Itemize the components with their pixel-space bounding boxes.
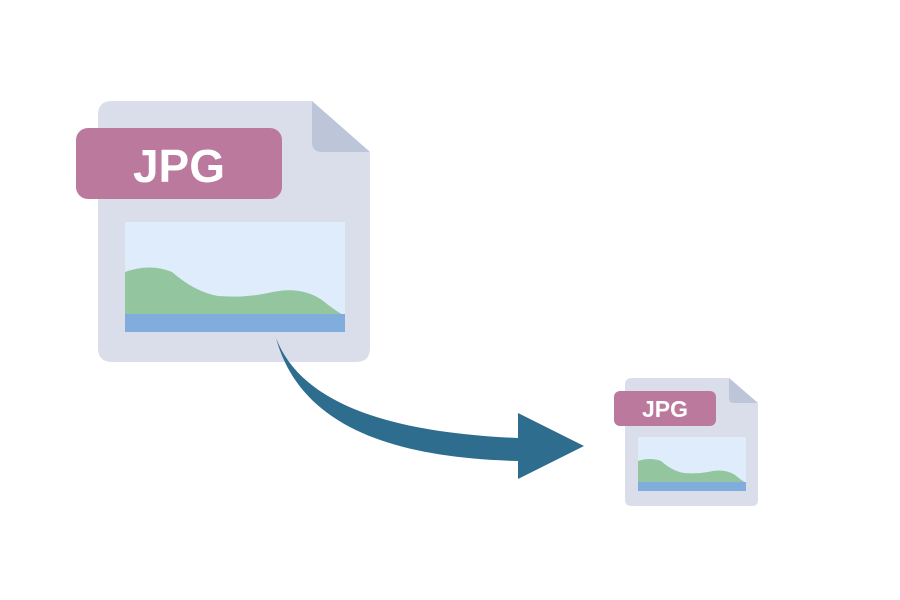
source-thumbnail-water [125, 314, 345, 332]
source-jpg-file-icon: JPG [76, 101, 370, 362]
target-thumbnail-water [638, 482, 746, 491]
source-file-badge-label: JPG [133, 140, 225, 192]
source-image-thumbnail-icon [125, 222, 345, 332]
source-file-badge [76, 128, 282, 199]
target-image-thumbnail-icon [638, 437, 746, 491]
source-file-fold [312, 101, 370, 152]
target-file-fold [729, 378, 758, 403]
target-thumbnail-hill [638, 459, 746, 484]
source-thumbnail-hill [125, 267, 345, 318]
target-jpg-file-icon: JPG [614, 378, 758, 506]
target-file-badge-label: JPG [642, 396, 688, 422]
target-file-badge [614, 391, 716, 426]
conversion-arrow-icon [276, 338, 584, 479]
